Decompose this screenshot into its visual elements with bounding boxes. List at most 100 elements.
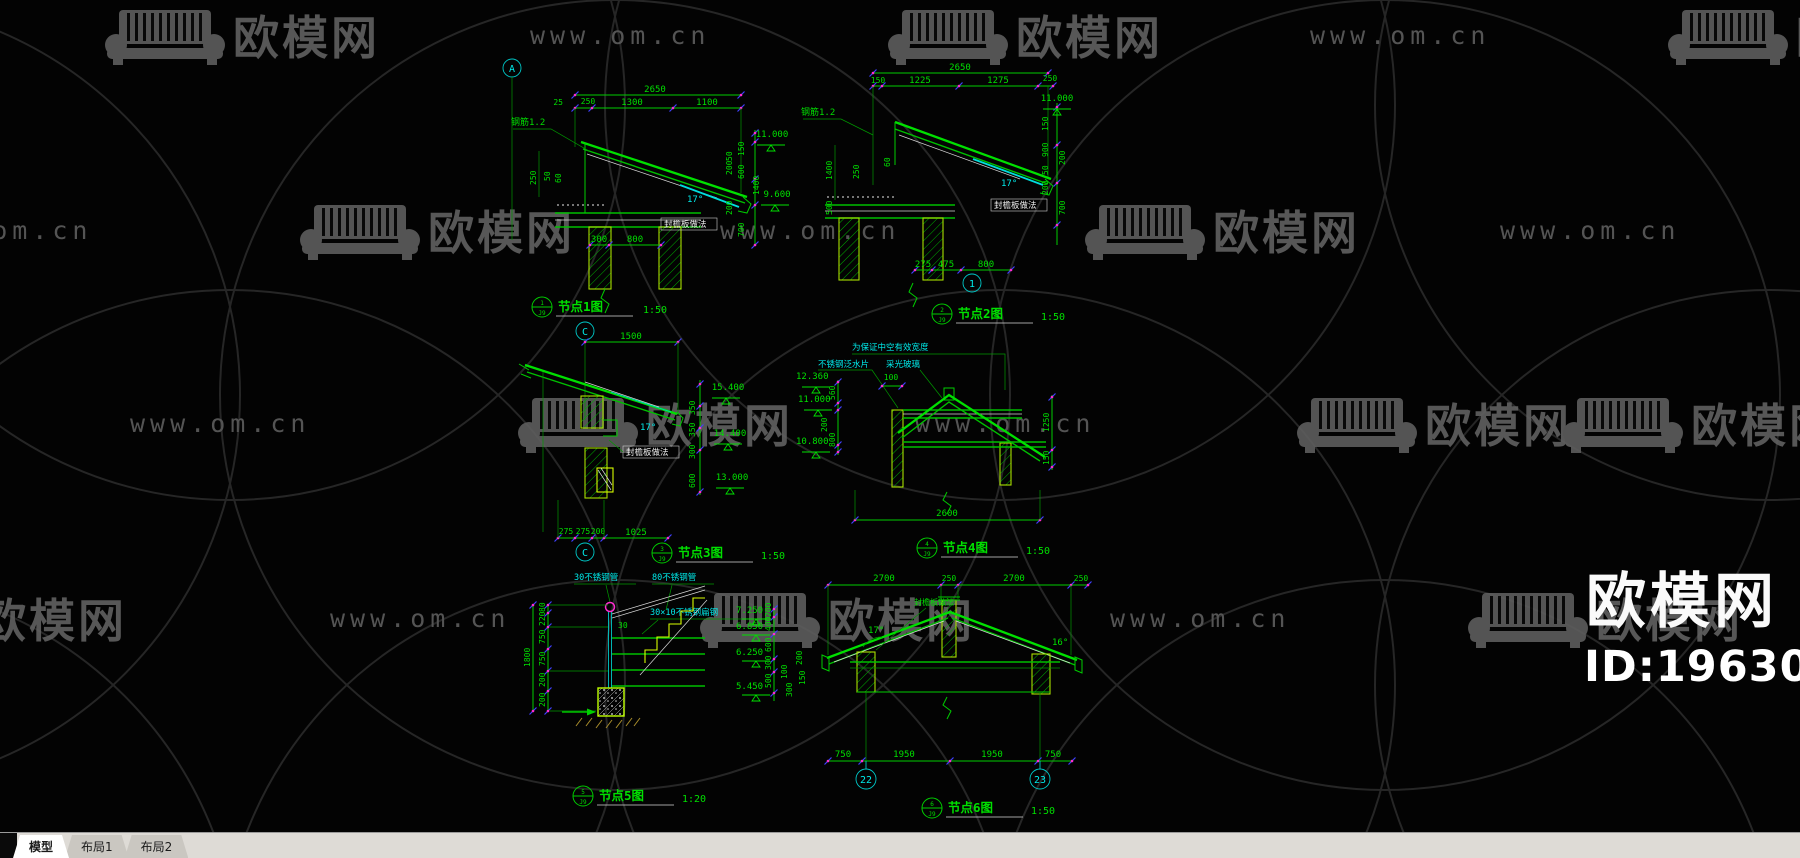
- model-space-canvas[interactable]: 欧模网 欧模网 欧模网 欧模网 欧模网 欧模网 欧模网 欧模网 欧模网 欧模网 …: [0, 0, 1800, 832]
- svg-text:16°: 16°: [1052, 638, 1068, 648]
- drawing-title: 3 J9 节点3图 1:50: [651, 542, 785, 564]
- svg-text:2700: 2700: [1003, 574, 1025, 584]
- dimension-bottom: 750 1950 1950 750: [823, 750, 1077, 766]
- drawing-title: 4 J9 节点4图 1:50: [916, 537, 1050, 559]
- leader-notes: 钢筋1.2 17° 封檐板做法: [801, 106, 1048, 212]
- svg-text:节点6图: 节点6图: [948, 800, 993, 815]
- svg-text:750: 750: [835, 750, 851, 760]
- roof-section: [821, 596, 1083, 761]
- svg-text:1400: 1400: [752, 176, 761, 195]
- svg-text:275: 275: [915, 260, 931, 270]
- detail-drawing-node2[interactable]: 2650 150 1225 1275 250 钢筋1.2 17° 封檐板做法 1…: [795, 55, 1087, 330]
- svg-text:200: 200: [1041, 180, 1050, 195]
- tab-model-label: 模型: [29, 840, 54, 854]
- svg-text:1:20: 1:20: [682, 794, 706, 805]
- svg-text:13.000: 13.000: [716, 473, 749, 483]
- dimension-bottom: 2600: [850, 490, 1045, 525]
- svg-text:750: 750: [1045, 750, 1061, 760]
- svg-text:2700: 2700: [873, 574, 895, 584]
- svg-text:www.om.cn: www.om.cn: [330, 604, 510, 633]
- svg-text:www.om.cn: www.om.cn: [130, 409, 310, 438]
- axis-bubble-C-bottom: C: [575, 542, 595, 562]
- svg-text:钢筋1.2: 钢筋1.2: [801, 106, 835, 118]
- svg-text:为保证中空有效宽度: 为保证中空有效宽度: [852, 342, 929, 353]
- svg-text:不锈钢泛水片: 不锈钢泛水片: [818, 359, 869, 370]
- svg-text:5.450: 5.450: [736, 682, 763, 692]
- svg-text:50: 50: [1041, 165, 1050, 175]
- svg-text:钢筋1.2: 钢筋1.2: [511, 116, 545, 128]
- svg-text:节点4图: 节点4图: [943, 540, 988, 555]
- dimension-left: 80 220 750 750 200 200 1800: [523, 600, 608, 716]
- svg-text:节点5图: 节点5图: [599, 788, 644, 803]
- svg-text:1:50: 1:50: [761, 551, 785, 562]
- svg-text:www.om.cn: www.om.cn: [1110, 604, 1290, 633]
- svg-text:1400: 1400: [825, 161, 834, 180]
- svg-text:J9: J9: [579, 799, 587, 806]
- svg-text:欧模网: 欧模网: [233, 11, 380, 65]
- svg-text:30: 30: [618, 621, 628, 630]
- svg-text:200: 200: [764, 602, 773, 617]
- svg-text:200: 200: [1058, 150, 1067, 165]
- svg-text:700: 700: [737, 222, 746, 237]
- dimension-top: 2650 150 1225 1275 250: [868, 63, 1057, 185]
- detail-drawing-node4[interactable]: 为保证中空有效宽度 不锈钢泛水片 采光玻璃 100 12.360 11.000 …: [790, 310, 1112, 565]
- svg-text:900: 900: [1041, 142, 1050, 157]
- leader-notes: 为保证中空有效宽度 不锈钢泛水片 采光玻璃 100: [818, 342, 1006, 409]
- svg-text:欧模网: 欧模网: [1596, 594, 1743, 648]
- tabbar-grip[interactable]: [0, 833, 17, 858]
- svg-text:欧模网: 欧模网: [1425, 399, 1572, 453]
- svg-text:J9: J9: [928, 811, 936, 818]
- svg-text:www.om.cn: www.om.cn: [1310, 21, 1490, 50]
- svg-text:10.800: 10.800: [796, 437, 829, 447]
- svg-text:50: 50: [725, 151, 734, 161]
- svg-text:www.om.cn: www.om.cn: [0, 216, 92, 245]
- svg-text:www.om.cn: www.om.cn: [1500, 216, 1680, 245]
- layout-tabbar: 模型 布局1 布局2: [0, 832, 1800, 858]
- svg-text:欧模网: 欧模网: [1691, 399, 1800, 453]
- watermark-circles: [0, 0, 1800, 832]
- tab-model[interactable]: 模型: [13, 835, 69, 858]
- svg-text:2: 2: [940, 307, 944, 314]
- detail-drawing-node6[interactable]: 2700 250 2700 250 7.250 6.850 6.250 5.45…: [730, 555, 1128, 827]
- elevation-column-left: 7.250 6.850 6.250 5.450 200 400 600 300 …: [736, 602, 807, 702]
- concrete-base: [562, 687, 641, 729]
- drawing-title: 6 J9 节点6图 1:50: [921, 797, 1055, 819]
- svg-text:J9: J9: [658, 556, 666, 563]
- svg-text:250: 250: [529, 170, 538, 185]
- svg-text:1225: 1225: [909, 76, 931, 86]
- svg-text:3: 3: [660, 546, 664, 553]
- svg-text:5: 5: [581, 789, 585, 796]
- tab-layout2-label: 布局2: [140, 840, 173, 854]
- dimension-top: 2650 25 250 1300 1100: [553, 85, 746, 193]
- svg-text:250: 250: [1074, 574, 1089, 583]
- svg-text:200: 200: [725, 160, 734, 175]
- detail-drawing-node1[interactable]: A 2650 25 250 1300 1100 钢筋1.2 17° 封檐板做法: [455, 55, 805, 327]
- dimension-bottom: 275 475 800: [910, 260, 1016, 275]
- svg-text:www.om.cn: www.om.cn: [720, 216, 900, 245]
- watermark-layer: 欧模网 欧模网 欧模网 欧模网 欧模网 欧模网 欧模网 欧模网 欧模网 欧模网 …: [0, 0, 1800, 832]
- svg-text:22: 22: [860, 775, 872, 786]
- tab-layout1[interactable]: 布局1: [65, 835, 129, 858]
- svg-text:封檐板做法: 封檐板做法: [914, 597, 954, 607]
- dimension-bottom: 275 275 200 1025: [553, 500, 673, 543]
- elevation-column-right: 15.400 14.400 13.000 350 350 300 600: [688, 379, 749, 497]
- tab-layout2[interactable]: 布局2: [125, 835, 189, 858]
- railing-section: [604, 585, 708, 688]
- detail-drawing-node3[interactable]: C 1500 17° 封檐板做法 275 275 200 1025: [445, 320, 785, 575]
- svg-text:100: 100: [780, 664, 789, 679]
- svg-text:250: 250: [942, 574, 957, 583]
- svg-text:750: 750: [538, 629, 547, 644]
- dimension-bottom: 300 800: [585, 235, 666, 250]
- svg-text:23: 23: [1034, 775, 1046, 786]
- svg-text:节点2图: 节点2图: [958, 306, 1003, 321]
- svg-text:250: 250: [581, 97, 596, 106]
- svg-text:150: 150: [798, 670, 807, 685]
- svg-text:200: 200: [538, 672, 547, 687]
- svg-text:350: 350: [688, 422, 697, 437]
- svg-text:17°: 17°: [687, 195, 703, 205]
- svg-text:1:50: 1:50: [1026, 546, 1050, 557]
- roof-section: [825, 120, 1054, 308]
- detail-drawing-node5[interactable]: 30不锈钢管 80不锈钢管 30×10不锈钢扁钢 30 80 220 750 7…: [490, 560, 752, 815]
- tab-layout1-label: 布局1: [81, 840, 113, 854]
